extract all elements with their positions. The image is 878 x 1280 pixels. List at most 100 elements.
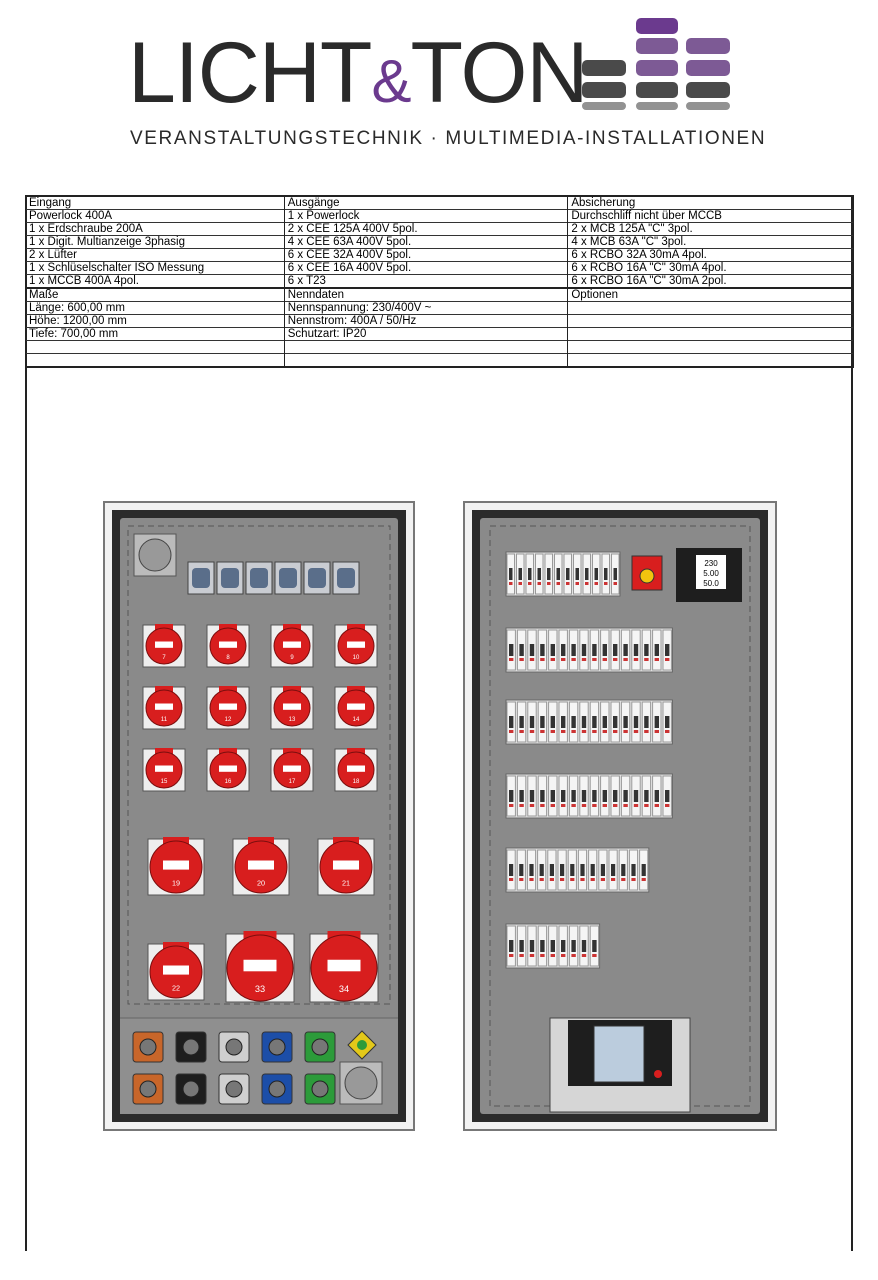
powerlock-connector [218, 1031, 250, 1063]
cee-socket: 33 [225, 931, 295, 1003]
logo-equalizer-icon [582, 16, 742, 116]
cee-socket: 22 [147, 942, 205, 1001]
socket-number: 20 [257, 879, 265, 888]
cee-socket: 7 [142, 624, 186, 668]
socket-number: 8 [226, 655, 230, 661]
powerlock-connector [304, 1031, 336, 1063]
header-absicherung: Absicherung [567, 195, 854, 210]
schuko-socket [303, 561, 331, 595]
spec-cell: 2 x CEE 125A 400V 5pol. [283, 222, 569, 236]
spec-row: 1 x Erdschraube 200A 2 x CEE 125A 400V 5… [25, 222, 854, 236]
spec-header-row: Eingang Ausgänge Absicherung [25, 195, 854, 210]
spec-cell: Powerlock 400A [25, 209, 285, 223]
meter-frequency: 50.0 [703, 579, 719, 588]
header-masse: Maße [25, 287, 285, 302]
spec-cell: 1 x Schlüselschalter ISO Messung [25, 261, 285, 275]
spec-cell: 1 x Erdschraube 200A [25, 222, 285, 236]
powerlock-connector [304, 1073, 336, 1105]
breaker-rows [505, 551, 673, 969]
logo-wordmark: LICHT&TON [128, 25, 588, 121]
meter-voltage: 230 [704, 559, 718, 568]
cee-socket: 18 [334, 748, 378, 792]
breaker-row [505, 551, 621, 597]
spec-cell [567, 314, 854, 328]
powerlock-connector [218, 1073, 250, 1105]
spec-cell: 6 x CEE 16A 400V 5pol. [283, 261, 569, 275]
cee-socket: 8 [206, 624, 250, 668]
spec-cell: Tiefe: 700,00 mm [25, 327, 285, 341]
left-cabinet-front [103, 501, 415, 1131]
header-eingang: Eingang [25, 195, 285, 210]
socket-number: 15 [161, 779, 168, 785]
spec-cell: 4 x MCB 63A "C" 3pol. [567, 235, 854, 249]
breaker-row [505, 847, 650, 893]
cee-socket: 21 [317, 837, 375, 896]
cee-63a-sockets: 22 33 34 [147, 931, 379, 1003]
socket-number: 21 [342, 879, 350, 888]
spec-cell: Durchschliff nicht über MCCB [567, 209, 854, 223]
spec-cell [567, 327, 854, 341]
breaker-row [505, 923, 601, 969]
spec-cell: Höhe: 1200,00 mm [25, 314, 285, 328]
cee-socket: 10 [334, 624, 378, 668]
schuko-sockets [187, 561, 360, 595]
cee-socket: 12 [206, 686, 250, 730]
powerlock-connector [261, 1031, 293, 1063]
cee-socket: 9 [270, 624, 314, 668]
powerlock-connectors [132, 1030, 377, 1105]
powerlock-connector [132, 1073, 164, 1105]
spec-cell: Nennspannung: 230/400V ~ [283, 301, 569, 315]
cee-socket: 19 [147, 837, 205, 896]
spec-cell [25, 340, 285, 354]
spec-cell: 1 x Digit. Multianzeige 3phasig [25, 235, 285, 249]
schuko-socket [245, 561, 273, 595]
cee-socket: 20 [232, 837, 290, 896]
spec-row: 2 x Lüfter 6 x CEE 32A 400V 5pol. 6 x RC… [25, 248, 854, 262]
spec-header-row: Maße Nenndaten Optionen [25, 287, 854, 302]
socket-number: 10 [353, 655, 360, 661]
earth-screw [347, 1030, 377, 1060]
spec-cell: 6 x RCBO 16A "C" 30mA 4pol. [567, 261, 854, 275]
spec-row: 1 x Schlüselschalter ISO Messung 6 x CEE… [25, 261, 854, 275]
spec-row: Länge: 600,00 mm Nennspannung: 230/400V … [25, 301, 854, 315]
spec-cell: 4 x CEE 63A 400V 5pol. [283, 235, 569, 249]
spec-cell: 6 x RCBO 32A 30mA 4pol. [567, 248, 854, 262]
spec-cell [567, 301, 854, 315]
spec-cell: 1 x MCCB 400A 4pol. [25, 274, 285, 288]
spec-cell [567, 340, 854, 354]
cee-socket: 16 [206, 748, 250, 792]
socket-number: 22 [172, 984, 180, 993]
powerlock-connector [132, 1031, 164, 1063]
cee-socket: 15 [142, 748, 186, 792]
socket-number: 33 [255, 984, 265, 994]
cee-socket: 34 [309, 931, 379, 1003]
breaker-row [505, 699, 673, 745]
socket-number: 19 [172, 879, 180, 888]
spec-row [25, 353, 854, 368]
spec-row: 1 x Digit. Multianzeige 3phasig 4 x CEE … [25, 235, 854, 249]
socket-number: 34 [339, 984, 349, 994]
spec-cell: Länge: 600,00 mm [25, 301, 285, 315]
spec-row: Höhe: 1200,00 mm Nennstrom: 400A / 50/Hz [25, 314, 854, 328]
socket-number: 11 [161, 717, 168, 723]
socket-number: 14 [353, 717, 360, 723]
spec-row: Powerlock 400A 1 x Powerlock Durchschlif… [25, 209, 854, 223]
socket-number: 12 [225, 717, 232, 723]
schuko-socket [187, 561, 215, 595]
cee-socket: 17 [270, 748, 314, 792]
spec-cell: 6 x RCBO 16A "C" 30mA 2pol. [567, 274, 854, 288]
socket-number: 16 [225, 779, 232, 785]
company-logo: LICHT&TON VERANSTALTUNGSTECHNIK · MULTIM… [0, 0, 878, 170]
spec-cell: 6 x CEE 32A 400V 5pol. [283, 248, 569, 262]
socket-number: 9 [290, 655, 294, 661]
schuko-socket [332, 561, 360, 595]
spec-cell [25, 353, 285, 368]
spec-row: 1 x MCCB 400A 4pol. 6 x T23 6 x RCBO 16A… [25, 274, 854, 288]
socket-number: 7 [162, 655, 166, 661]
meter-current: 5.00 [703, 569, 719, 578]
socket-number: 17 [289, 779, 296, 785]
socket-number: 13 [289, 717, 296, 723]
breaker-row [505, 773, 673, 819]
spec-cell [567, 353, 854, 368]
